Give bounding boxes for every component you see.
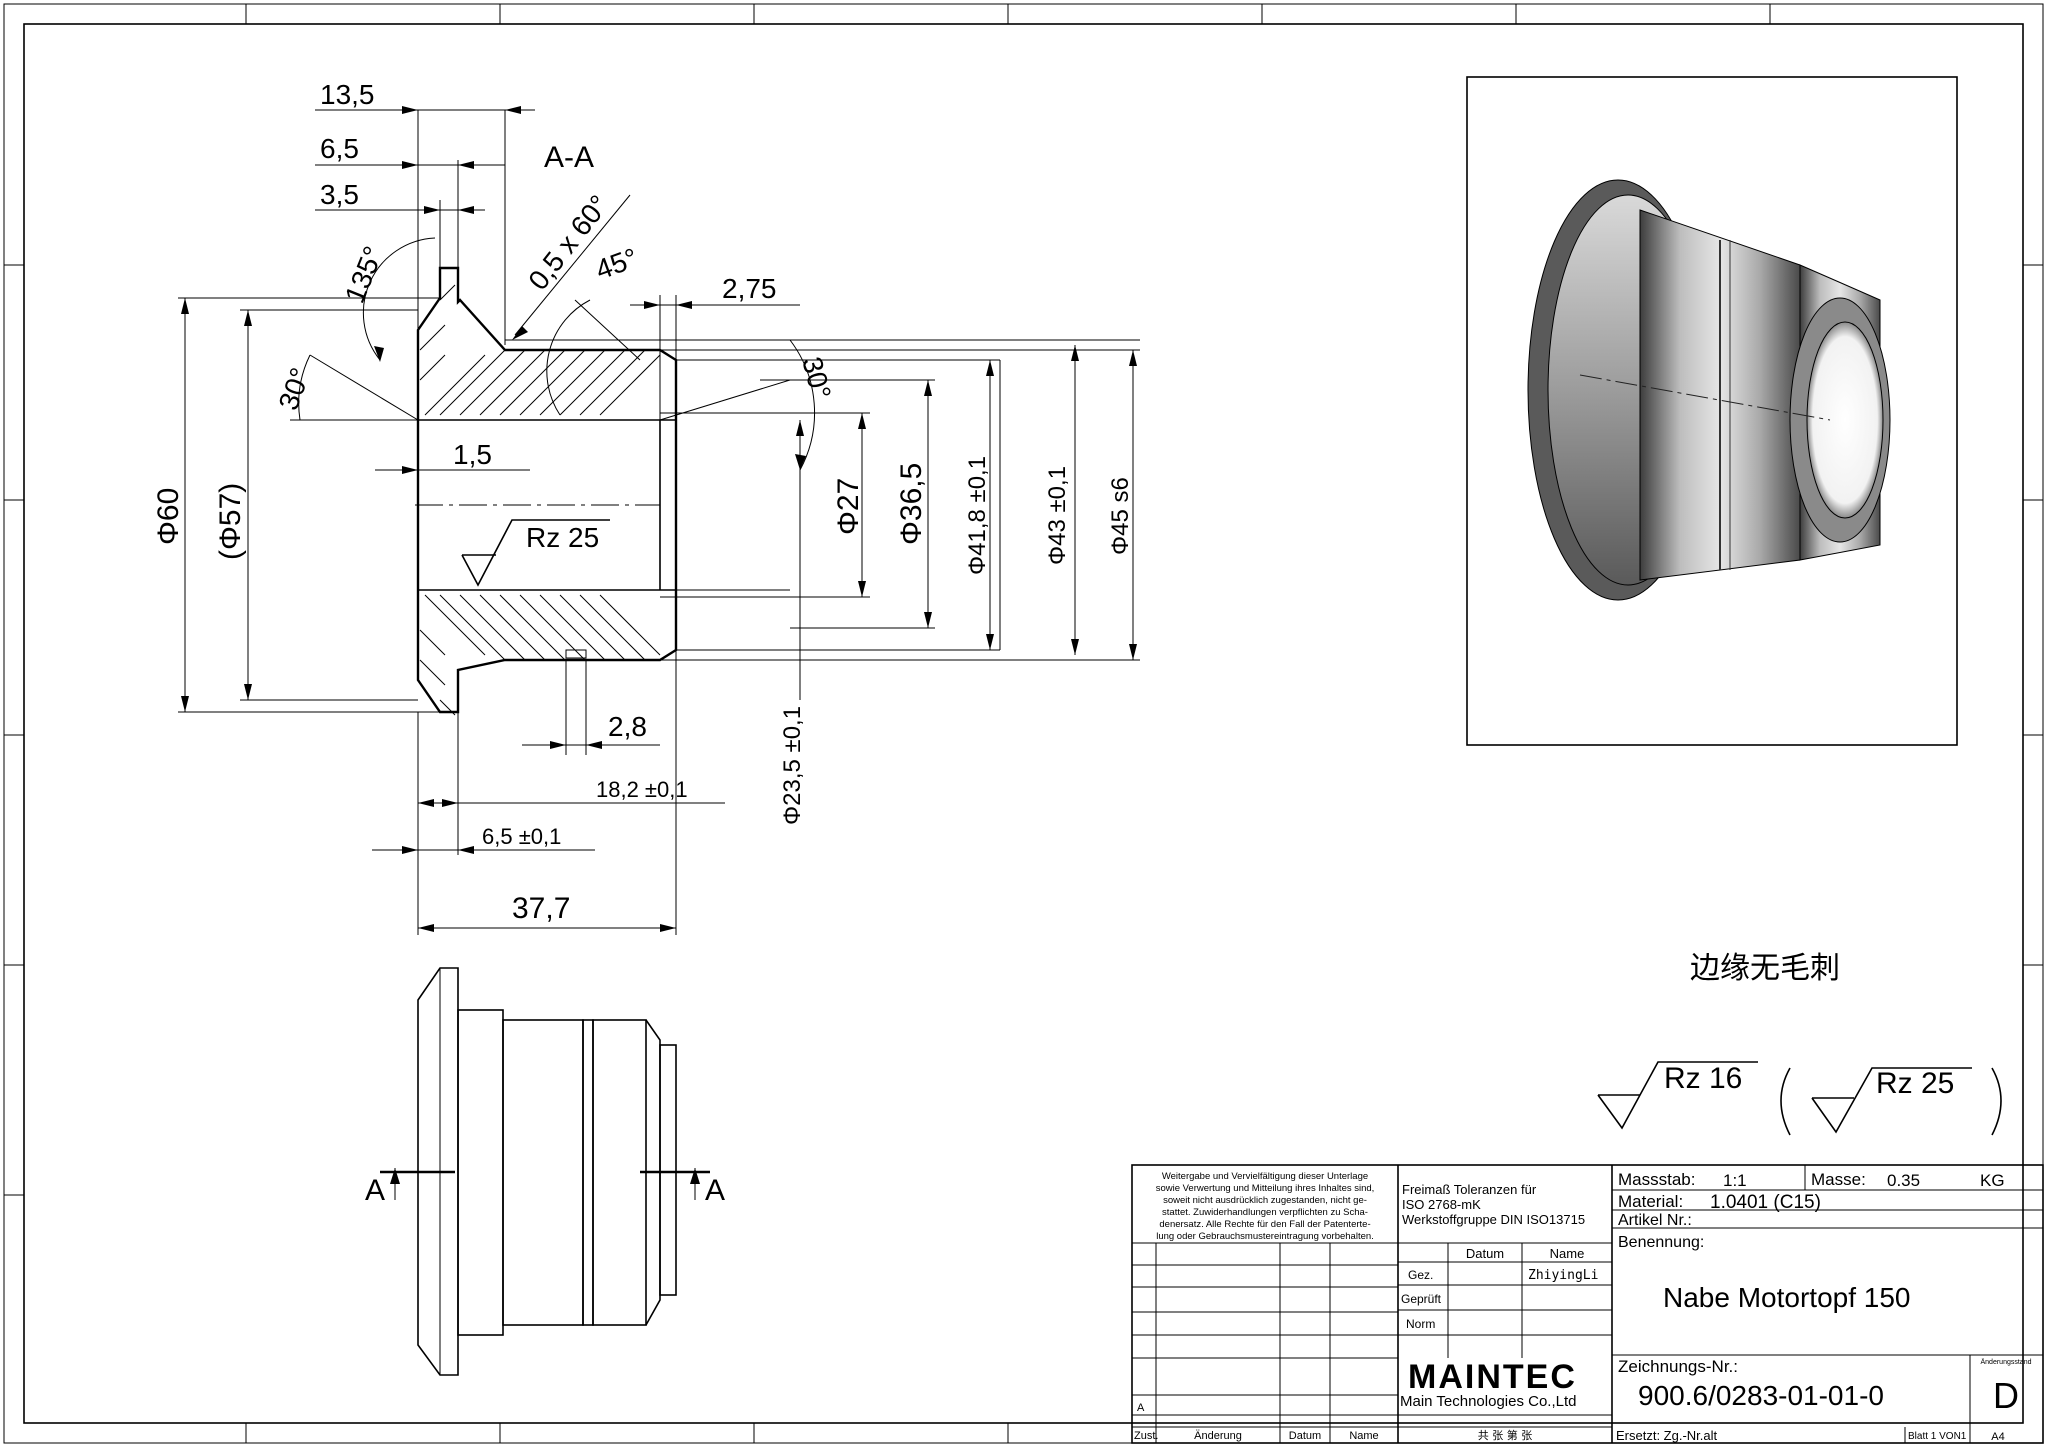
dim-18-2: 18,2 ±0,1: [596, 777, 688, 802]
norm-label: Norm: [1406, 1317, 1435, 1331]
legal-line-1: Weitergabe und Vervielfältigung dieser U…: [1162, 1171, 1368, 1182]
title-block: Weitergabe und Vervielfältigung dieser U…: [1131, 1164, 2044, 1444]
sheets-cn: 共 张 第 张: [1478, 1428, 1533, 1442]
blatt-label: Blatt 1 VON1: [1908, 1431, 1967, 1442]
aenderung-label: Änderungsstand: [1981, 1358, 2032, 1366]
aenderung-value: D: [1993, 1375, 2019, 1416]
legal-line-3: soweit nicht ausdrücklich zugestanden, n…: [1163, 1195, 1367, 1206]
hatching-lower: [419, 594, 661, 716]
format-label: A4: [1991, 1431, 2004, 1443]
row-a-label: A: [1137, 1402, 1145, 1414]
section-view-a-a: 13,5 6,5 3,5 A-A 135° 30° 0,5 x 60° 45°: [152, 79, 1140, 935]
dim-dia-60: Φ60: [152, 488, 185, 545]
dim-dia-57: (Φ57): [214, 483, 247, 560]
dim-dia-43: Φ43 ±0,1: [1044, 466, 1071, 565]
dim-dia-27: Φ27: [832, 478, 865, 535]
legal-line-6: lung oder Gebrauchsmustereintragung vorb…: [1156, 1231, 1374, 1242]
ersetzt-label: Ersetzt: Zg.-Nr.alt: [1616, 1428, 1718, 1443]
material-label: Material:: [1618, 1192, 1683, 1211]
dim-2-75: 2,75: [722, 273, 777, 304]
dim-dia-41-8: Φ41,8 ±0,1: [964, 456, 991, 575]
dim-1-5: 1,5: [453, 439, 492, 470]
legal-line-5: denersatz. Alle Rechte für den Fall der …: [1159, 1219, 1370, 1230]
massstab-label: Massstab:: [1618, 1170, 1695, 1189]
dim-angle-135: 135°: [339, 242, 389, 307]
dim-13-5: 13,5: [320, 79, 375, 110]
dim-6-5-tol: 6,5 ±0,1: [482, 824, 561, 849]
material-value: 1.0401 (C15): [1710, 1192, 1821, 1213]
section-marker-left: A: [365, 1174, 385, 1207]
company-logo: MAINTEC: [1408, 1358, 1577, 1396]
masse-unit: KG: [1980, 1171, 2005, 1190]
isometric-view: [1466, 76, 1958, 746]
benennung-value: Nabe Motortopf 150: [1663, 1282, 1911, 1313]
surface-symbol-inner: Rz 25: [461, 519, 610, 587]
tolerance-line-3: Werkstoffgruppe DIN ISO13715: [1402, 1212, 1585, 1227]
hatching-upper: [419, 284, 661, 416]
dim-3-5: 3,5: [320, 179, 359, 210]
surface-general-text: Rz 16: [1664, 1062, 1742, 1095]
zeichnung-label: Zeichnungs-Nr.:: [1618, 1357, 1738, 1376]
col-name: Name: [1349, 1430, 1378, 1442]
dim-37-7: 37,7: [512, 892, 570, 925]
massstab-value: 1:1: [1723, 1171, 1747, 1190]
artikel-label: Artikel Nr.:: [1618, 1212, 1692, 1229]
dim-6-5: 6,5: [320, 133, 359, 164]
side-view: A A: [365, 967, 725, 1376]
company-name: Main Technologies Co.,Ltd: [1400, 1393, 1577, 1410]
masse-label: Masse:: [1811, 1170, 1866, 1189]
col-datum: Datum: [1289, 1430, 1321, 1442]
surface-secondary-text: Rz 25: [1876, 1067, 1954, 1100]
datum-header: Datum: [1466, 1246, 1504, 1261]
tolerance-line-1: Freimaß Toleranzen für: [1402, 1182, 1537, 1197]
dim-angle-30-left: 30°: [273, 364, 317, 414]
dim-angle-30-right: 30°: [796, 354, 837, 403]
geprueft-label: Geprüft: [1401, 1292, 1442, 1306]
sheet-frame: [3, 3, 2044, 1444]
surface-inner-text: Rz 25: [526, 522, 599, 553]
zeichnung-value: 900.6/0283-01-01-0: [1638, 1380, 1884, 1411]
gez-label: Gez.: [1408, 1268, 1433, 1282]
gez-name: ZhiyingLi: [1528, 1268, 1598, 1283]
dim-dia-23-5: Φ23,5 ±0,1: [779, 706, 806, 825]
dim-angle-45: 45°: [591, 242, 641, 286]
legal-line-2: sowie Verwertung und Mitteilung ihres In…: [1156, 1183, 1375, 1194]
col-zust: Zust.: [1134, 1430, 1158, 1442]
benennung-label: Benennung:: [1618, 1234, 1704, 1251]
tolerance-line-2: ISO 2768-mK: [1402, 1197, 1481, 1212]
dim-2-8: 2,8: [608, 711, 647, 742]
masse-value: 0.35: [1887, 1171, 1920, 1190]
legal-line-4: stattet. Zuwiderhandlungen verpflichten …: [1162, 1207, 1368, 1218]
section-label: A-A: [544, 141, 594, 174]
dim-dia-36-5: Φ36,5: [895, 463, 928, 545]
dim-dia-45: Φ45 s6: [1107, 477, 1134, 555]
note-no-burrs: 边缘无毛刺: [1690, 951, 1840, 986]
surface-symbol-general: Rz 16 Rz 25: [1597, 1061, 2002, 1136]
name-header: Name: [1550, 1246, 1585, 1261]
section-marker-right: A: [705, 1174, 725, 1207]
col-aenderung: Änderung: [1194, 1430, 1242, 1442]
